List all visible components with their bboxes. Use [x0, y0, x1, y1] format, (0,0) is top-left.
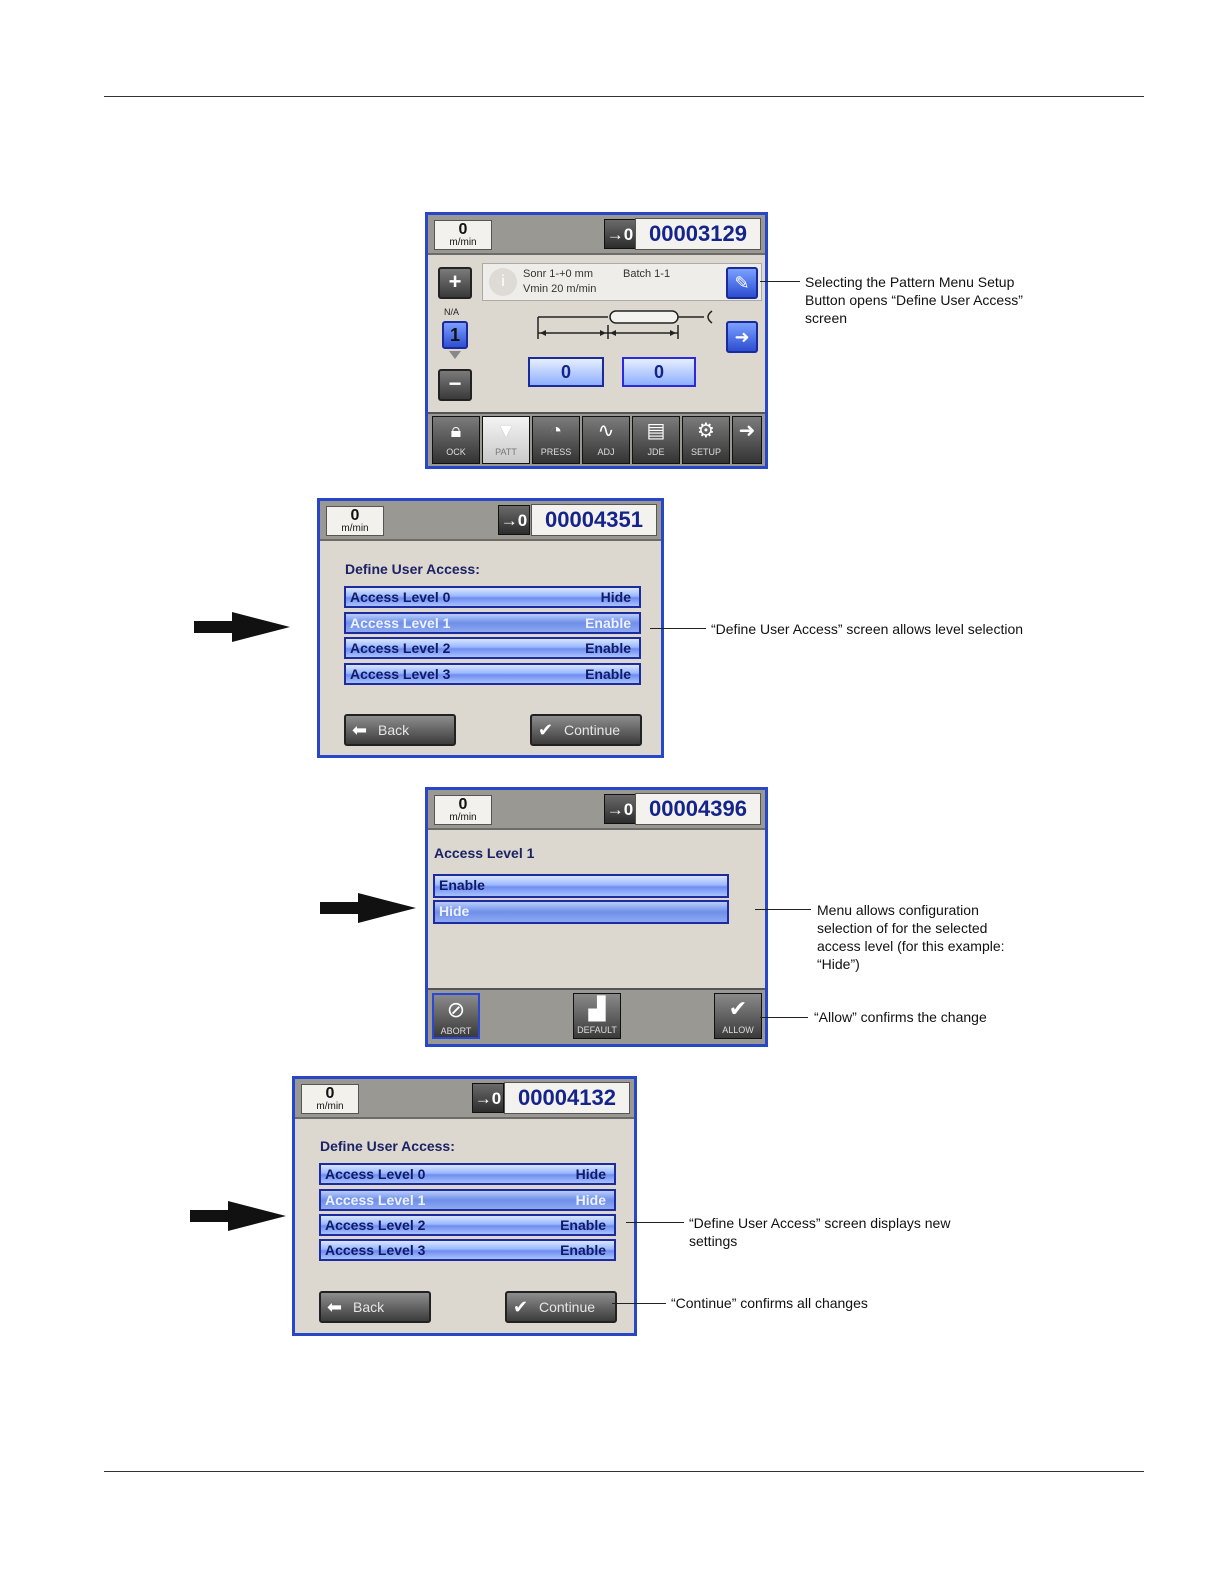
define-user-access-updated-screen: 0 m/min →0 00004132 Define User Access: …	[292, 1076, 637, 1336]
callout-1: Selecting the Pattern Menu Setup Button …	[805, 274, 1023, 326]
screen-title: Define User Access:	[320, 1138, 455, 1154]
grid-icon: ▤	[646, 420, 666, 442]
checkmark-icon: ✔	[728, 996, 748, 1021]
callout-2-leader	[650, 628, 706, 629]
hide-option[interactable]: Hide	[433, 900, 729, 924]
lock-icon: 🔒︎	[450, 420, 462, 442]
screen-title: Define User Access:	[345, 561, 480, 577]
gear-icon: ⚙	[697, 420, 715, 442]
header-rule	[104, 96, 1144, 97]
factory-icon: ▟	[588, 996, 606, 1021]
gauge-icon: ◔	[549, 420, 563, 442]
speed-display: 0 m/min	[434, 220, 492, 250]
callout-3-leader	[755, 909, 811, 910]
zero-reset-button[interactable]: →0	[498, 505, 530, 535]
pattern-diagram	[537, 310, 713, 339]
tab-pattern[interactable]: ▼PATT	[482, 416, 530, 464]
value-field-1[interactable]: 0	[528, 357, 604, 387]
define-user-access-screen: 0 m/min →0 00004351 Define User Access: …	[317, 498, 664, 758]
nozzle-icon: ▼	[496, 420, 516, 442]
speed-value: 0	[458, 221, 468, 238]
continue-button[interactable]: ✔Continue	[505, 1291, 617, 1323]
enable-option[interactable]: Enable	[433, 874, 729, 898]
value-field-2[interactable]: 0	[622, 357, 696, 387]
counter-display: 00004351	[531, 504, 657, 536]
checkmark-icon: ✔	[538, 720, 554, 740]
status-bar: 0 m/min →0 00004132	[295, 1079, 634, 1119]
next-arrow-button[interactable]: ➜	[726, 321, 758, 353]
callout-4: “Allow” confirms the change	[814, 1009, 987, 1025]
pattern-menu-setup-button[interactable]: ✎	[726, 267, 758, 299]
checkmark-icon: ✔	[513, 1297, 529, 1317]
minus-button[interactable]: −	[438, 369, 472, 401]
wrench-icon: ✎	[734, 273, 750, 293]
tab-setup[interactable]: ⚙SETUP	[682, 416, 730, 464]
back-button[interactable]: ⬅Back	[319, 1291, 431, 1323]
arrow-right-icon	[320, 893, 416, 923]
tab-bar: 🔒︎OCK ▼PATT ◔PRESS ∿ADJ ▤JDE ⚙SETUP ➜	[428, 412, 765, 466]
arrow-right-icon: ➜	[738, 420, 756, 442]
tab-mode[interactable]: ▤JDE	[632, 416, 680, 464]
arrow-left-icon: ⬅	[352, 720, 368, 740]
tab-adjust[interactable]: ∿ADJ	[582, 416, 630, 464]
info-panel: i Sonr 1-+0 mm Vmin 20 m/min Batch 1-1	[482, 263, 762, 301]
screen-title: Access Level 1	[434, 845, 535, 861]
callout-4-leader	[760, 1017, 808, 1018]
speed-display: 0 m/min	[434, 795, 492, 825]
arrow-right-icon: ➜	[734, 327, 750, 347]
default-button[interactable]: ▟DEFAULT	[573, 993, 621, 1039]
callout-6-leader	[612, 1303, 666, 1304]
arrow-right-icon	[190, 1201, 286, 1231]
callout-3: Menu allows configuration selection of f…	[817, 902, 1005, 972]
tab-more[interactable]: ➜	[732, 416, 762, 464]
tab-lock[interactable]: 🔒︎OCK	[432, 416, 480, 464]
info-line-2: Vmin 20 m/min	[523, 283, 597, 295]
info-icon: i	[489, 268, 517, 296]
back-button[interactable]: ⬅Back	[344, 714, 456, 746]
zero-reset-button[interactable]: →0	[604, 219, 636, 249]
tab-pressure[interactable]: ◔PRESS	[532, 416, 580, 464]
access-level-1-screen: 0 m/min →0 00004396 Access Level 1 Enabl…	[425, 787, 768, 1047]
allow-button[interactable]: ✔ALLOW	[714, 993, 762, 1039]
counter-display: 00004396	[635, 793, 761, 825]
footer-rule	[104, 1471, 1144, 1472]
callout-6: “Continue” confirms all changes	[671, 1295, 868, 1311]
callout-5: “Define User Access” screen displays new…	[689, 1215, 951, 1249]
continue-button[interactable]: ✔Continue	[530, 714, 642, 746]
callout-1-leader	[760, 281, 800, 282]
callout-2: “Define User Access” screen allows level…	[711, 621, 1024, 637]
abort-button[interactable]: ⊘ABORT	[432, 993, 480, 1039]
batch-label: Batch 1-1	[623, 268, 671, 280]
arrow-right-icon	[194, 612, 290, 642]
speed-display: 0 m/min	[301, 1084, 359, 1114]
info-line-1: Sonr 1-+0 mm	[523, 268, 593, 280]
chevron-down-icon	[449, 351, 461, 359]
pattern-screen: 0 m/min →0 00003129 + N/A 1 − i Sonr 1-+…	[425, 212, 768, 469]
zero-reset-button[interactable]: →0	[472, 1083, 504, 1113]
index-display: 1	[442, 321, 468, 349]
speed-display: 0 m/min	[326, 506, 384, 536]
na-label: N/A	[444, 307, 460, 317]
arrow-left-icon: ⬅	[327, 1297, 343, 1317]
action-bar: ⊘ABORT ▟DEFAULT ✔ALLOW	[428, 988, 765, 1044]
status-bar: 0 m/min →0 00004351	[320, 501, 661, 541]
plus-button[interactable]: +	[438, 267, 472, 299]
callout-5-leader	[626, 1222, 684, 1223]
counter-display: 00003129	[635, 218, 761, 250]
wave-icon: ∿	[597, 420, 615, 442]
zero-reset-button[interactable]: →0	[604, 794, 636, 824]
status-bar: 0 m/min →0 00003129	[428, 215, 765, 255]
counter-display: 00004132	[504, 1082, 630, 1114]
speed-unit: m/min	[449, 237, 477, 248]
status-bar: 0 m/min →0 00004396	[428, 790, 765, 830]
cancel-icon: ⊘	[446, 997, 466, 1022]
